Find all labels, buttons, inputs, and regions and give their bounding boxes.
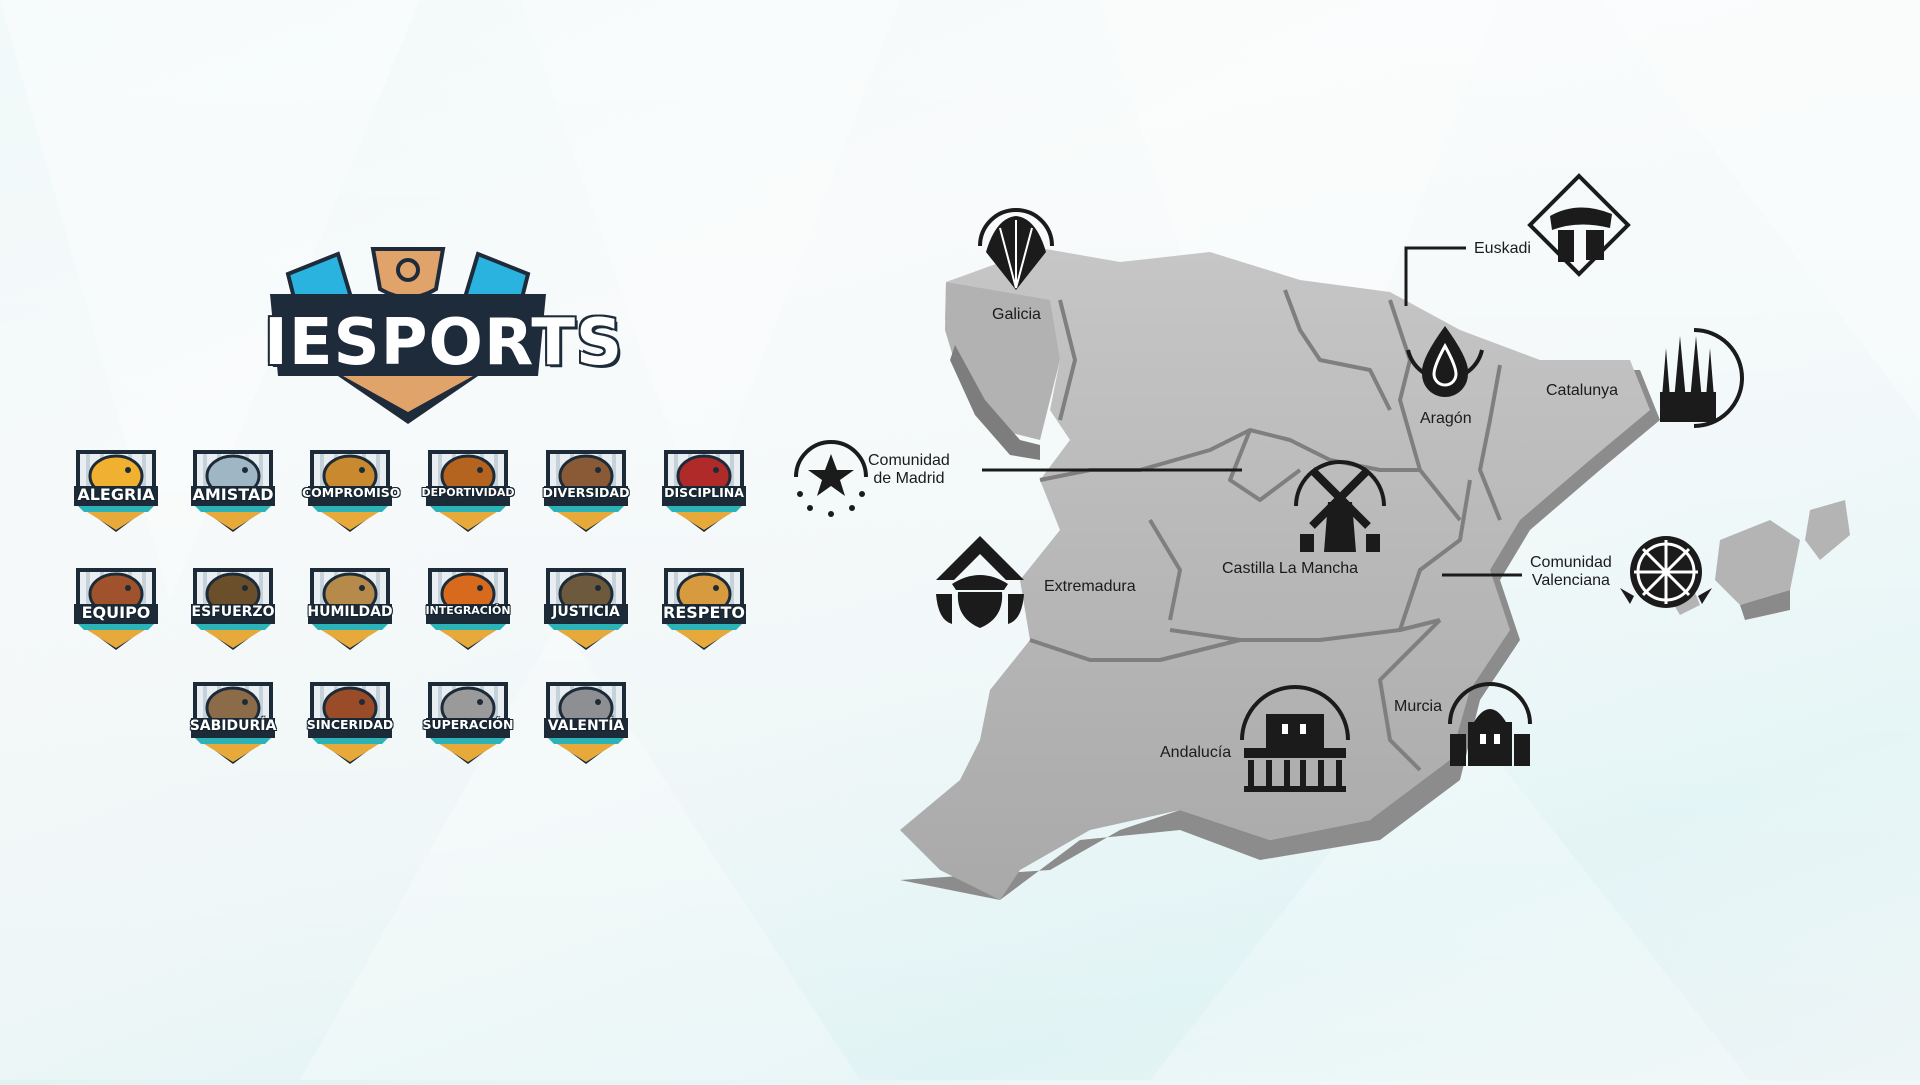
value-badge: EQUIPO [68,558,164,654]
badge-label: DIVERSIDAD [542,485,630,500]
label-galicia: Galicia [992,306,1041,323]
owl-icon [191,682,275,764]
bird-icon [74,450,158,532]
monkey-icon [74,568,158,650]
orange-slice-icon [1616,526,1714,624]
lizard-icon [308,568,392,650]
badge-label: COMPROMISO [302,485,401,500]
mallorca [1715,520,1800,605]
value-badge: VALENTÍA [538,672,634,768]
badge-label: DISCIPLINA [664,485,744,500]
cathedral-icon [1444,678,1536,770]
menorca [1805,500,1850,560]
rhino-icon [544,682,628,764]
value-badge: JUSTICIA [538,558,634,654]
chameleon-icon [426,568,510,650]
badge-label: DEPORTIVIDAD [421,486,515,499]
goat-icon [426,682,510,764]
badge-label: HUMILDAD [307,604,393,620]
value-badge: SUPERACIÓN [420,672,516,768]
label-murcia: Murcia [1394,698,1443,715]
value-badge: DIVERSIDAD [538,440,634,536]
badge-label: SINCERIDAD [306,717,394,732]
acorn-icon [930,532,1030,632]
label-andalucia: Andalucía [1160,744,1232,761]
platypus-icon [544,450,628,532]
star-icon [790,436,872,518]
value-badge: ALEGRIA [68,440,164,536]
leader-lines [982,246,1522,577]
map-land [900,248,1650,900]
value-badge: DEPORTIVIDAD [420,440,516,536]
dolphin-icon [191,450,275,532]
value-badge: HUMILDAD [302,558,398,654]
label-aragon: Aragón [1420,410,1472,427]
value-badge: AMISTAD [185,440,281,536]
bull-icon [308,682,392,764]
label-madrid-line2: de Madrid [873,470,945,488]
value-badge: COMPROMISO [302,440,401,536]
label-madrid: Comunidad de Madrid [868,452,950,489]
value-badge: SINCERIDAD [302,672,398,768]
galicia-cliff [950,345,1040,460]
mallorca-side [1740,590,1790,620]
galicia-area [945,282,1060,440]
sagrada-familia-icon [1630,322,1746,438]
label-catalunya: Catalunya [1546,382,1619,399]
badge-label: ESFUERZO [191,604,275,620]
badge-label: RESPETO [663,603,745,622]
badge-label: EQUIPO [81,603,151,622]
ant-icon [662,450,746,532]
value-badge: ESFUERZO [185,558,281,654]
label-euskadi: Euskadi [1474,240,1531,257]
badge-label: JUSTICIA [552,604,620,620]
value-badge: DISCIPLINA [656,440,752,536]
value-badge: SABIDURÍA [185,672,281,768]
value-badge: RESPETO [656,558,752,654]
dolmen-icon [1526,172,1632,278]
badge-label: VALENTÍA [547,718,625,734]
label-valenciana: Comunidad Valenciana [1530,554,1612,591]
label-madrid-line1: Comunidad [868,452,950,469]
lion-icon [662,568,746,650]
label-castilla: Castilla La Mancha [1222,560,1359,577]
badge-label: ALEGRIA [77,485,155,504]
badge-label: SABIDURÍA [189,718,277,734]
alhambra-icon [1236,678,1354,796]
shell-icon [966,200,1066,300]
badge-label: INTEGRACIÓN [425,604,511,617]
eagle-icon [544,568,628,650]
label-valenciana-line1: Comunidad [1530,554,1612,571]
turtle-icon [191,568,275,650]
badge-label: AMISTAD [192,485,274,504]
value-badge: INTEGRACIÓN [420,558,516,654]
water-drop-icon [1398,316,1492,410]
label-extremadura: Extremadura [1044,578,1136,595]
fox-icon [308,450,392,532]
label-valenciana-line2: Valenciana [1531,572,1610,590]
badge-label: SUPERACIÓN [422,717,514,732]
windmill-icon [1290,456,1390,556]
horse-icon [426,450,510,532]
